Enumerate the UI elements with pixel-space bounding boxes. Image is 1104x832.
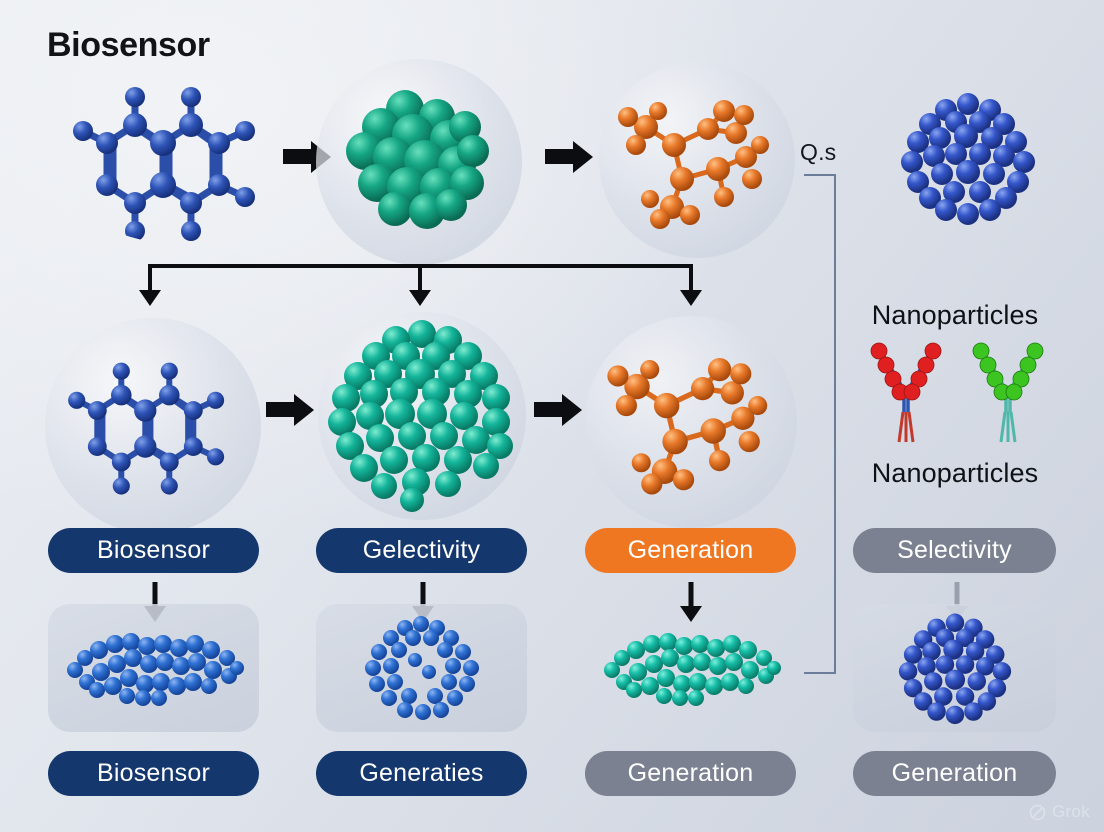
bot-chain-blue-stage xyxy=(48,604,259,732)
bot-nanoparticle-blue-stage xyxy=(853,604,1056,732)
orange-branched-molecule-icon xyxy=(618,99,769,229)
top-nanoparticle-blue-stage xyxy=(892,82,1044,234)
blue-molecular-ring-icon xyxy=(364,616,479,720)
watermark: Grok xyxy=(1029,802,1090,822)
antibody-red-icon xyxy=(870,342,942,443)
pill-mid-1-label: Biosensor xyxy=(97,536,210,564)
pill-mid-3-label: Generation xyxy=(627,536,754,564)
pill-bot-2[interactable]: Generaties xyxy=(316,751,527,796)
nanoparticles-label-top: Nanoparticles xyxy=(871,300,1039,330)
qs-bracket xyxy=(804,174,836,674)
cyan-molecular-chain-icon xyxy=(603,633,781,706)
blue-molecular-chain-icon xyxy=(66,633,244,706)
pill-mid-4[interactable]: Selectivity xyxy=(853,528,1056,573)
pill-bot-2-label: Generaties xyxy=(359,759,484,787)
arrow-bottom-3 xyxy=(680,582,702,622)
arrow-branch-1 xyxy=(139,288,161,306)
bus-drop-3 xyxy=(689,264,693,290)
pill-mid-3[interactable]: Generation xyxy=(585,528,796,573)
pill-bot-4-label: Generation xyxy=(891,759,1018,787)
nanoparticles-label-bottom: Nanoparticles xyxy=(871,458,1039,488)
pill-mid-2[interactable]: Gelectivity xyxy=(316,528,527,573)
top-molecule-orange-stage xyxy=(599,62,795,258)
top-molecule-blue-stage xyxy=(62,78,282,243)
top-cluster-teal-stage xyxy=(316,59,522,265)
grok-logo-icon xyxy=(1029,804,1046,820)
pill-mid-2-label: Gelectivity xyxy=(362,536,481,564)
pill-bot-1-label: Biosensor xyxy=(97,759,210,787)
teal-sphere-cluster-icon xyxy=(328,320,513,512)
bot-chain-cyan-stage xyxy=(585,604,796,732)
pill-mid-1[interactable]: Biosensor xyxy=(48,528,259,573)
page-title: Biosensor xyxy=(47,26,210,64)
antibody-green-icon xyxy=(972,342,1044,443)
pill-bot-4[interactable]: Generation xyxy=(853,751,1056,796)
arrow-branch-2 xyxy=(409,288,431,306)
teal-sphere-cluster-icon xyxy=(346,90,489,229)
qs-label: Q.s xyxy=(800,139,837,165)
blue-nanoparticle-sphere-icon xyxy=(901,93,1035,225)
mid-molecule-blue-stage xyxy=(45,318,261,534)
watermark-text: Grok xyxy=(1051,802,1090,821)
blue-bicyclic-molecule-icon xyxy=(68,362,225,495)
blue-nanoparticle-sphere-icon xyxy=(898,613,1011,725)
bot-ring-blue-stage xyxy=(316,604,527,732)
mid-molecule-orange-stage xyxy=(585,316,797,528)
pill-bot-1[interactable]: Biosensor xyxy=(48,751,259,796)
bus-drop-2 xyxy=(418,264,422,290)
pill-bot-3[interactable]: Generation xyxy=(585,751,796,796)
orange-branched-molecule-icon xyxy=(607,357,768,495)
bus-drop-1 xyxy=(148,264,152,290)
blue-bicyclic-molecule-icon xyxy=(73,86,255,241)
mid-cluster-teal-stage xyxy=(318,312,526,520)
antibody-pair-icon xyxy=(862,338,1052,448)
arrow-branch-3 xyxy=(680,288,702,306)
pill-bot-3-label: Generation xyxy=(627,759,754,787)
pill-mid-4-label: Selectivity xyxy=(897,536,1012,564)
